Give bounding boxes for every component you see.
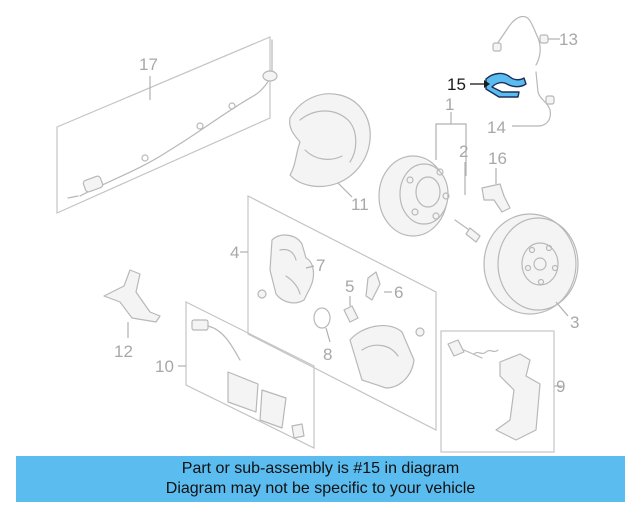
callout-12: 12: [114, 342, 133, 361]
callout-10: 10: [155, 357, 174, 376]
callout-15: 15: [447, 75, 466, 94]
callout-2: 2: [459, 142, 468, 161]
callout-3: 3: [570, 313, 579, 332]
part-16-bracket: 16: [481, 149, 511, 213]
parts-diagram: 17 11 1 2 13: [56, 15, 579, 453]
panel-17-frame: [56, 36, 271, 214]
part-1-wheel-hub: 1: [378, 95, 467, 237]
callout-6: 6: [394, 283, 403, 302]
panel-10-frame: [185, 301, 315, 449]
part-12-bracket: 12: [103, 269, 161, 361]
info-banner: Part or sub-assembly is #15 in diagram D…: [16, 456, 625, 502]
panel-9-frame: [440, 330, 555, 453]
part-9-hardware-kit: 9: [440, 330, 565, 453]
callout-9: 9: [556, 377, 565, 396]
callout-16: 16: [488, 149, 507, 168]
part-14-brake-line: 14: [487, 71, 555, 137]
part-13-brake-hose: 13: [492, 15, 578, 66]
banner-line-2: Diagram may not be specific to your vehi…: [165, 480, 476, 497]
callout-14: 14: [487, 118, 506, 137]
callout-11: 11: [351, 195, 369, 214]
callout-7: 7: [316, 256, 325, 275]
callout-5: 5: [345, 277, 354, 296]
panel-4-frame: [247, 195, 437, 431]
part-11-dust-shield: 11: [289, 93, 371, 214]
part-4-caliper-assembly: 4 7 8 5 6: [230, 195, 437, 431]
part-15-clip-highlighted: 15: [447, 72, 527, 98]
callout-17: 17: [139, 55, 158, 74]
banner-line-1: Part or sub-assembly is #15 in diagram: [181, 460, 460, 477]
part-3-brake-disc: 3: [483, 213, 579, 332]
callout-8: 8: [323, 345, 332, 364]
callout-1: 1: [445, 95, 454, 114]
part-17-abs-harness: 17: [56, 36, 278, 214]
callout-4: 4: [230, 243, 239, 262]
part-10-brake-pads: 10: [155, 301, 315, 449]
part-2-bolt: 2: [454, 142, 481, 243]
callout-13: 13: [559, 30, 578, 49]
